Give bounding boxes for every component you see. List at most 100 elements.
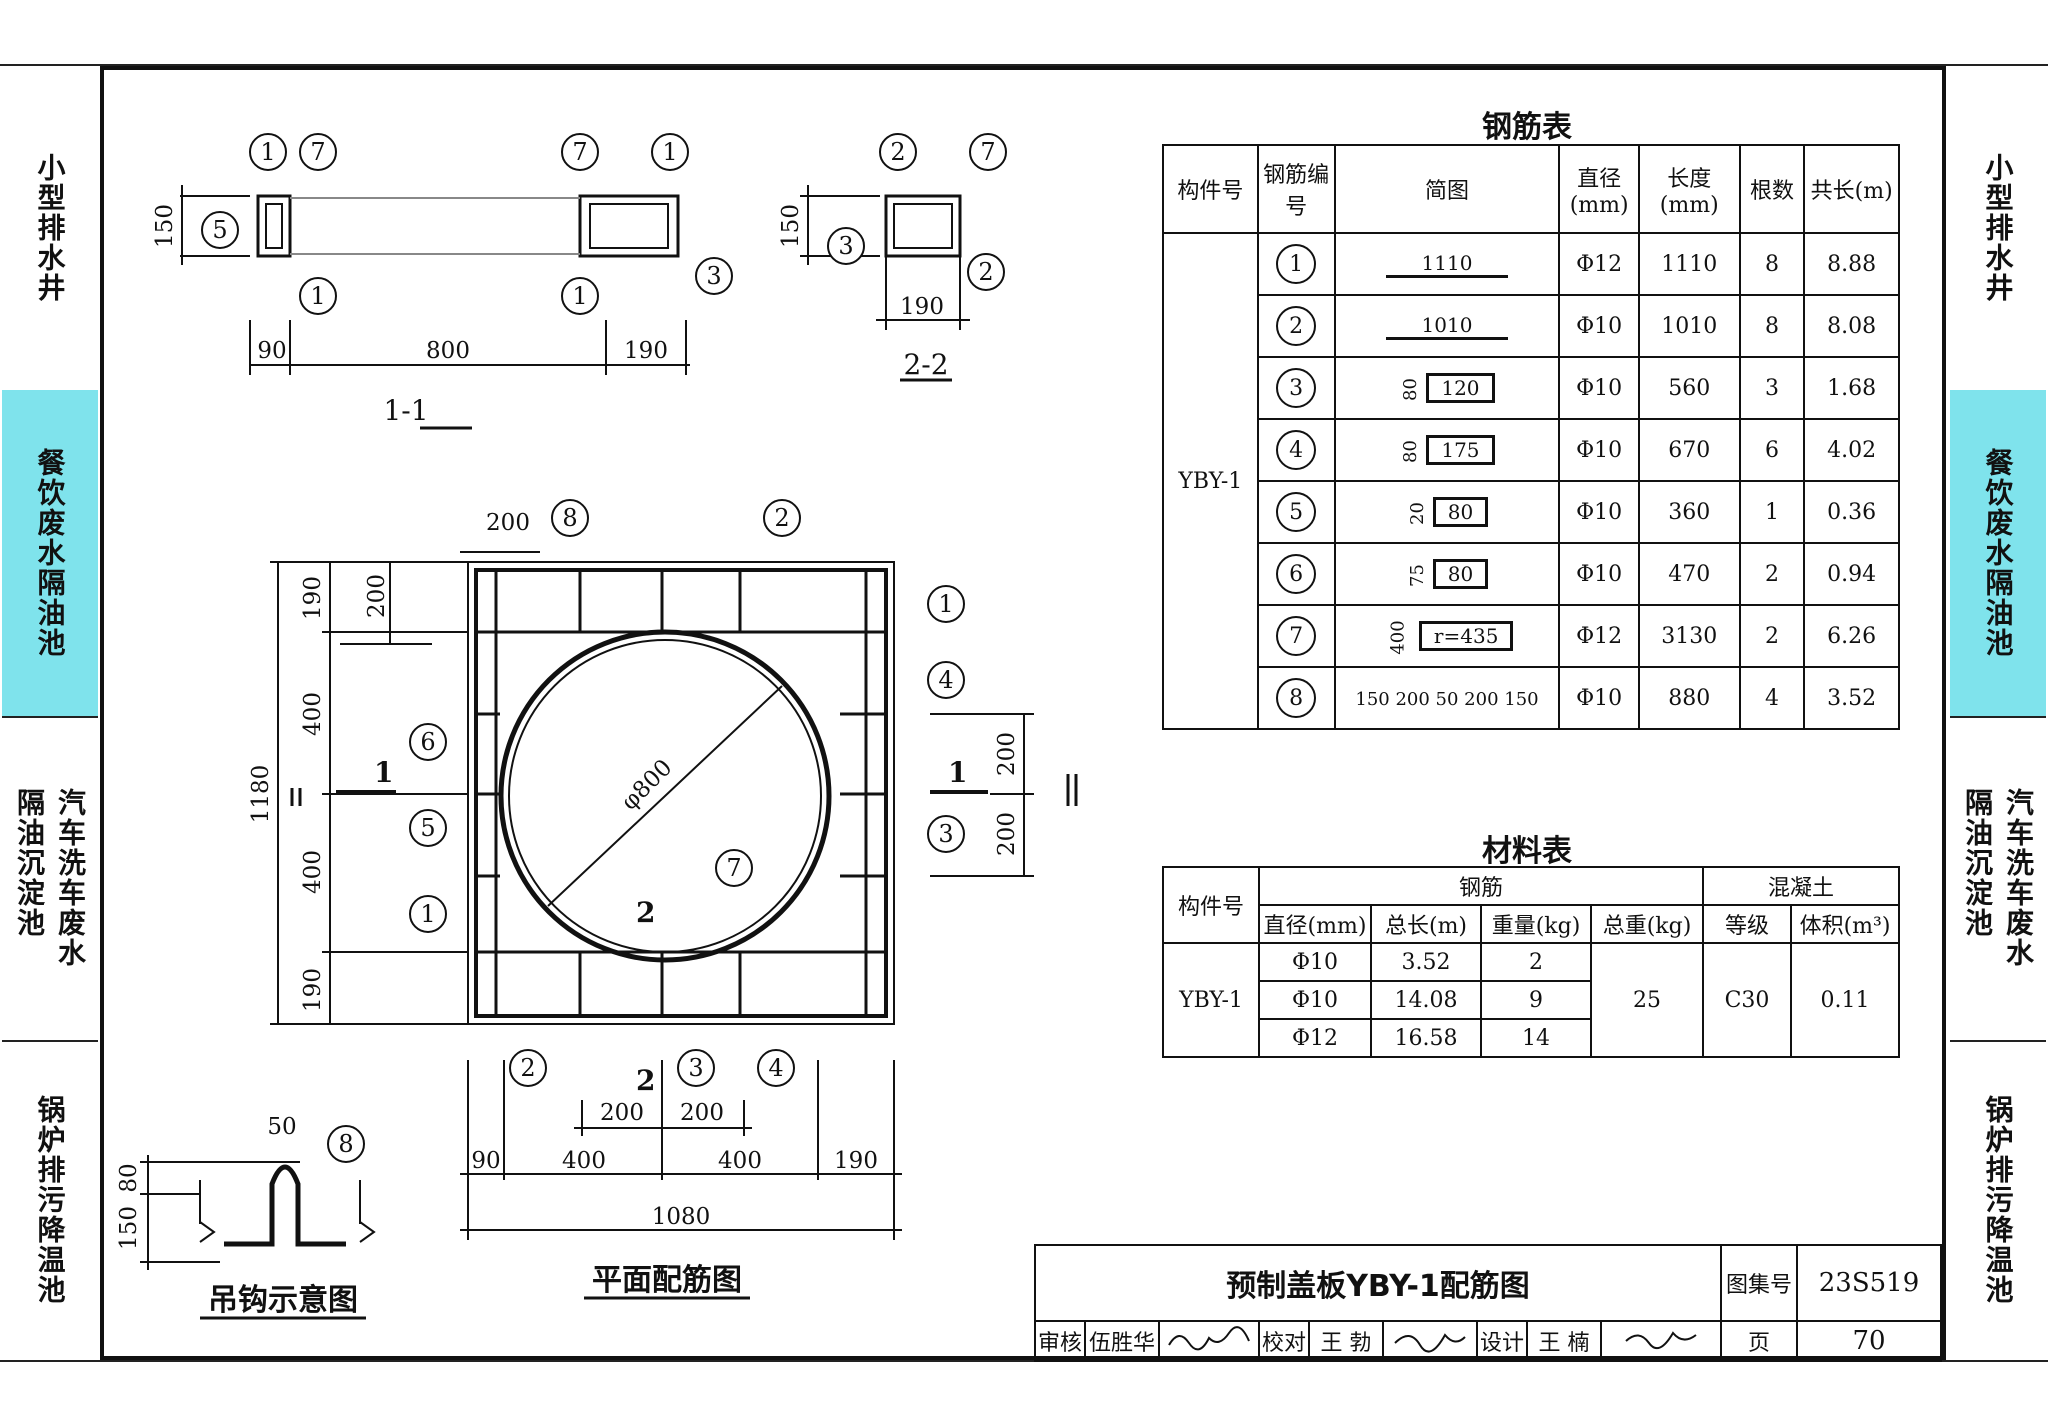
mat-h-grade: 等级	[1702, 904, 1792, 944]
rebar-col-no: 钢筋编号	[1256, 144, 1336, 234]
rebar-marker: 3	[677, 1049, 715, 1087]
rebar-diameter: Φ10	[1558, 542, 1640, 606]
title-block: 预制盖板YBY-1配筋图 图集号 23S519 审核 伍胜华 校对 王 勃 设计…	[1034, 1244, 1942, 1362]
plan-dim-400d: 400	[718, 1148, 762, 1174]
mat-h-component: 构件号	[1162, 866, 1260, 944]
rebar-diameter: Φ12	[1558, 232, 1640, 296]
rebar-marker: 7	[561, 133, 599, 171]
sidebar-section-2[interactable]: 餐饮废水隔油池	[1950, 390, 2046, 718]
mat-weight: 2	[1480, 942, 1592, 982]
rebar-sketch: 120	[1426, 373, 1495, 403]
material-table-title: 材料表	[1482, 834, 1572, 869]
rebar-number-circle: 3	[1276, 368, 1317, 408]
dim-1-1-90: 90	[257, 338, 286, 364]
rebar-number-circle: 4	[1276, 430, 1317, 470]
rebar-diameter: Φ12	[1558, 604, 1640, 668]
rebar-marker-label: 8	[338, 1130, 353, 1158]
plan-dim-190c: 190	[834, 1148, 878, 1174]
mat-totlen: 3.52	[1370, 942, 1482, 982]
rebar-marker: 3	[927, 815, 965, 853]
dim-1-1-150: 150	[152, 204, 178, 248]
rebar-col-sketch: 简图	[1333, 144, 1561, 234]
rebar-number-circle: 1	[1276, 244, 1317, 284]
rebar-marker-label: 6	[420, 728, 435, 756]
rebar-col-dia: 直径(mm)	[1558, 144, 1640, 234]
rebar-marker-label: 7	[572, 138, 587, 166]
mat-totweight: 25	[1590, 942, 1704, 1058]
atlas-number: 23S519	[1796, 1244, 1942, 1322]
rebar-count: 6	[1738, 418, 1806, 482]
rebar-number-circle: 7	[1276, 616, 1317, 656]
plan-dim-right-200b: 200	[994, 812, 1020, 856]
rebar-marker-label: 4	[938, 666, 953, 694]
rebar-marker-label: 4	[768, 1054, 783, 1082]
rebar-total-length: 3.52	[1803, 666, 1900, 730]
rebar-marker-label: 3	[838, 232, 853, 260]
mat-h-rebar: 钢筋	[1258, 866, 1704, 906]
rebar-marker: 2	[967, 253, 1005, 291]
mat-h-weight: 重量(kg)	[1480, 904, 1592, 944]
rebar-marker: 5	[409, 809, 447, 847]
sidebar-label: 汽车洗车废水	[2002, 788, 2035, 968]
rebar-count: 2	[1738, 542, 1806, 606]
rebar-number-circle: 2	[1276, 306, 1317, 346]
reviewer-name: 伍胜华	[1084, 1320, 1160, 1362]
plan-dim-190a: 190	[300, 576, 326, 620]
dim-1-1-190: 190	[624, 338, 668, 364]
section-mark-2-top: 2	[636, 896, 655, 929]
sidebar-label: 餐饮废水隔油池	[1981, 448, 2015, 658]
rebar-marker-label: 1	[572, 282, 587, 310]
plan-dim-1080: 1080	[652, 1204, 711, 1230]
plan-title: 平面配筋图	[592, 1263, 742, 1298]
rebar-table: 构件号 钢筋编号 简图 直径(mm) 长度(mm) 根数 共长(m) YBY-1…	[1162, 144, 1900, 730]
rebar-marker-label: 8	[562, 504, 577, 532]
sidebar-section-3[interactable]: 汽车洗车废水隔油沉淀池	[1950, 716, 2046, 1042]
page-number: 70	[1796, 1320, 1942, 1362]
rebar-diameter: Φ10	[1558, 666, 1640, 730]
section-1-1-drawing	[180, 185, 690, 430]
sidebar-section-4[interactable]: 锅炉排污降温池	[2, 1040, 98, 1362]
rebar-sketch: 1010	[1385, 313, 1509, 340]
mat-component: YBY-1	[1162, 942, 1260, 1058]
material-table: 构件号 钢筋 混凝土 直径(mm) 总长(m) 重量(kg) 总重(kg) 等级…	[1162, 866, 1900, 1058]
sidebar-section-4[interactable]: 锅炉排污降温池	[1950, 1040, 2046, 1362]
hook-dim-150: 150	[116, 1206, 142, 1250]
checker-name: 王 勃	[1308, 1320, 1384, 1362]
rebar-marker-label: 5	[212, 216, 227, 244]
rebar-marker: 1	[299, 277, 337, 315]
drawing-frame	[100, 66, 1946, 1360]
page-label: 页	[1720, 1320, 1798, 1362]
rebar-length: 880	[1637, 666, 1741, 730]
rebar-marker: 1	[249, 133, 287, 171]
rebar-count: 2	[1738, 604, 1806, 668]
signature-image	[1625, 1331, 1697, 1350]
rebar-sketch-side: 75	[1406, 564, 1428, 587]
rebar-number: 4	[1256, 418, 1336, 482]
rebar-sketch: 1110	[1385, 251, 1509, 278]
designer-name: 王 楠	[1526, 1320, 1602, 1362]
rebar-length: 360	[1637, 480, 1741, 544]
section-2-2-label: 2-2	[903, 348, 948, 381]
rebar-length: 670	[1637, 418, 1741, 482]
plan-dim-400c: 400	[562, 1148, 606, 1174]
review-label: 审核	[1034, 1320, 1086, 1362]
sidebar-section-2[interactable]: 餐饮废水隔油池	[2, 390, 98, 718]
design-label: 设计	[1476, 1320, 1528, 1362]
sidebar-label: 隔油沉淀池	[13, 788, 46, 938]
section-mark-1-right: 1	[948, 756, 967, 789]
rebar-marker: 2	[879, 133, 917, 171]
rebar-number: 8	[1256, 666, 1336, 730]
rebar-count: 4	[1738, 666, 1806, 730]
rebar-marker: 1	[651, 133, 689, 171]
sidebar-section-3[interactable]: 汽车洗车废水隔油沉淀池	[2, 716, 98, 1042]
sidebar-label: 锅炉排污降温池	[1981, 1095, 2015, 1305]
rebar-sketch-cell: 1110	[1333, 232, 1561, 296]
rebar-marker-label: 1	[260, 138, 275, 166]
rebar-sketch: 80	[1432, 497, 1489, 527]
rebar-number-circle: 5	[1276, 492, 1317, 532]
rebar-total-length: 0.94	[1803, 542, 1900, 606]
